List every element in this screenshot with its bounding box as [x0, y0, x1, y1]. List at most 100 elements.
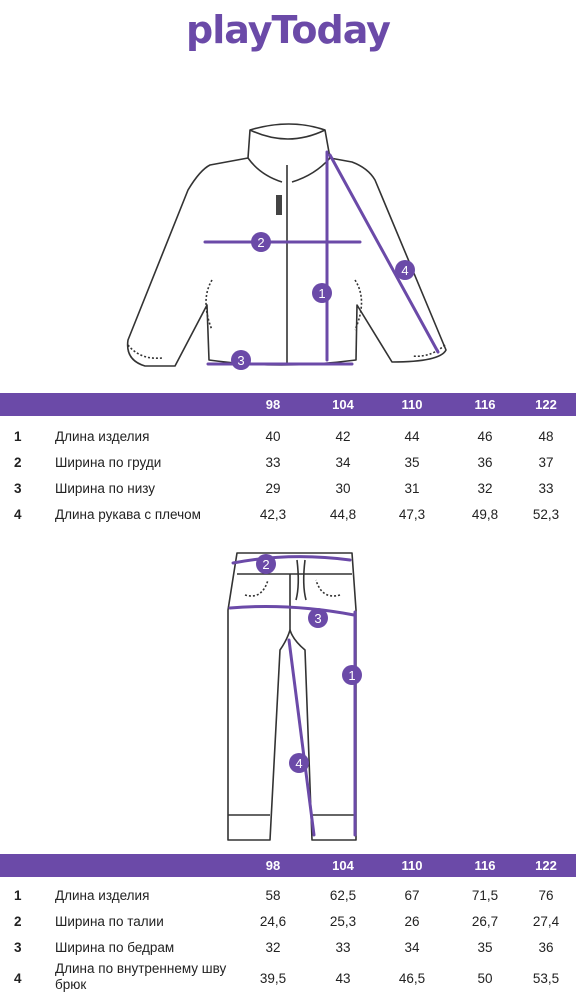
size-110: 110 — [401, 397, 423, 412]
cell-value: 50 — [477, 971, 493, 986]
pants-marker-2-label: 2 — [262, 557, 269, 572]
size-116: 116 — [474, 858, 496, 873]
size-104: 104 — [332, 397, 354, 412]
jacket-marker-3 — [231, 350, 251, 370]
cell-value: 33 — [335, 940, 351, 955]
pants-dimension-markers — [256, 554, 362, 773]
table-row: 2 Ширина по талии 24,6 25,3 26 26,7 27,4 — [0, 909, 576, 935]
cell-value: 42,3 — [259, 507, 287, 522]
cell-value: 32 — [265, 940, 281, 955]
jacket-marker-2 — [251, 232, 271, 252]
row-number: 4 — [14, 507, 22, 522]
cell-value: 33 — [265, 455, 281, 470]
cell-value: 44 — [404, 429, 420, 444]
row-number: 3 — [14, 481, 22, 496]
pants-marker-1-label: 1 — [348, 668, 355, 683]
cell-value: 48 — [538, 429, 554, 444]
row-number: 1 — [14, 888, 22, 903]
table-row: 4 Длина рукава с плечом 42,3 44,8 47,3 4… — [0, 502, 576, 528]
jacket-marker-1-label: 1 — [318, 286, 325, 301]
zipper-pull-icon — [276, 195, 282, 215]
size-98: 98 — [265, 397, 281, 412]
cell-value: 44,8 — [329, 507, 357, 522]
row-number: 2 — [14, 914, 22, 929]
cell-value: 46,5 — [398, 971, 426, 986]
cell-value: 71,5 — [471, 888, 499, 903]
table-row: 1 Длина изделия 58 62,5 67 71,5 76 — [0, 883, 576, 909]
cell-value: 31 — [404, 481, 420, 496]
cell-value: 76 — [538, 888, 554, 903]
cell-value: 24,6 — [259, 914, 287, 929]
row-label: Ширина по талии — [55, 914, 164, 929]
cell-value: 62,5 — [329, 888, 357, 903]
cell-value: 34 — [404, 940, 420, 955]
table-row: 1 Длина изделия 40 42 44 46 48 — [0, 424, 576, 450]
jacket-marker-3-label: 3 — [237, 353, 244, 368]
cell-value: 49,8 — [471, 507, 499, 522]
row-label: Длина изделия — [55, 429, 150, 444]
cell-value: 32 — [477, 481, 493, 496]
cell-value: 25,3 — [329, 914, 357, 929]
row-label: Ширина по бедрам — [55, 940, 175, 955]
size-104: 104 — [332, 858, 354, 873]
row-number: 4 — [14, 971, 22, 986]
cell-value: 67 — [404, 888, 420, 903]
pants-marker-4 — [289, 753, 309, 773]
pants-size-table: 98 104 110 116 122 1 Длина изделия 58 62… — [0, 854, 576, 997]
size-110: 110 — [401, 858, 423, 873]
cell-value: 35 — [477, 940, 493, 955]
cell-value: 35 — [404, 455, 420, 470]
jacket-diagram: 2 1 3 4 — [126, 123, 447, 370]
cell-value: 42 — [335, 429, 351, 444]
row-number: 3 — [14, 940, 22, 955]
cell-value: 36 — [477, 455, 493, 470]
pants-marker-3-label: 3 — [314, 611, 321, 626]
size-116: 116 — [474, 397, 496, 412]
row-label: Длина по внутреннему шву брюк — [55, 961, 227, 992]
cell-value: 29 — [265, 481, 281, 496]
jacket-marker-1 — [312, 283, 332, 303]
cell-value: 47,3 — [398, 507, 426, 522]
cell-value: 27,4 — [532, 914, 560, 929]
cell-value: 26,7 — [471, 914, 499, 929]
brand-logo: playToday — [0, 0, 576, 60]
row-number: 1 — [14, 429, 22, 444]
cell-value: 52,3 — [532, 507, 560, 522]
cell-value: 37 — [538, 455, 554, 470]
cell-value: 46 — [477, 429, 493, 444]
cell-value: 40 — [265, 429, 281, 444]
jacket-dimension-markers — [231, 232, 415, 370]
brand-logo-text: playToday — [186, 8, 391, 52]
pants-marker-4-label: 4 — [295, 756, 302, 771]
pants-marker-1 — [342, 665, 362, 685]
table-row: 4 Длина по внутреннему шву брюк 39,5 43 … — [0, 961, 576, 997]
jacket-size-header: 98 104 110 116 122 — [0, 393, 576, 416]
cell-value: 53,5 — [532, 971, 560, 986]
cell-value: 43 — [335, 971, 351, 986]
row-label: Ширина по низу — [55, 481, 156, 496]
size-98: 98 — [265, 858, 281, 873]
cell-value: 39,5 — [259, 971, 287, 986]
cell-value: 34 — [335, 455, 351, 470]
table-row: 3 Ширина по низу 29 30 31 32 33 — [0, 476, 576, 502]
pants-marker-2 — [256, 554, 276, 574]
row-label: Длина рукава с плечом — [55, 507, 201, 522]
row-number: 2 — [14, 455, 22, 470]
row-label: Длина изделия — [55, 888, 150, 903]
cell-value: 26 — [404, 914, 420, 929]
cell-value: 33 — [538, 481, 554, 496]
table-row: 3 Ширина по бедрам 32 33 34 35 36 — [0, 935, 576, 961]
jacket-size-table: 98 104 110 116 122 1 Длина изделия 40 42… — [0, 393, 576, 528]
pants-marker-3 — [308, 608, 328, 628]
cell-value: 58 — [265, 888, 281, 903]
pants-size-header: 98 104 110 116 122 — [0, 854, 576, 877]
table-row: 2 Ширина по груди 33 34 35 36 37 — [0, 450, 576, 476]
row-label: Ширина по груди — [55, 455, 162, 470]
jacket-marker-4-label: 4 — [401, 263, 408, 278]
pants-diagram: 2 3 1 4 — [227, 552, 362, 841]
cell-value: 36 — [538, 940, 554, 955]
jacket-marker-4 — [395, 260, 415, 280]
size-122: 122 — [535, 397, 557, 412]
cell-value: 30 — [335, 481, 351, 496]
size-122: 122 — [535, 858, 557, 873]
